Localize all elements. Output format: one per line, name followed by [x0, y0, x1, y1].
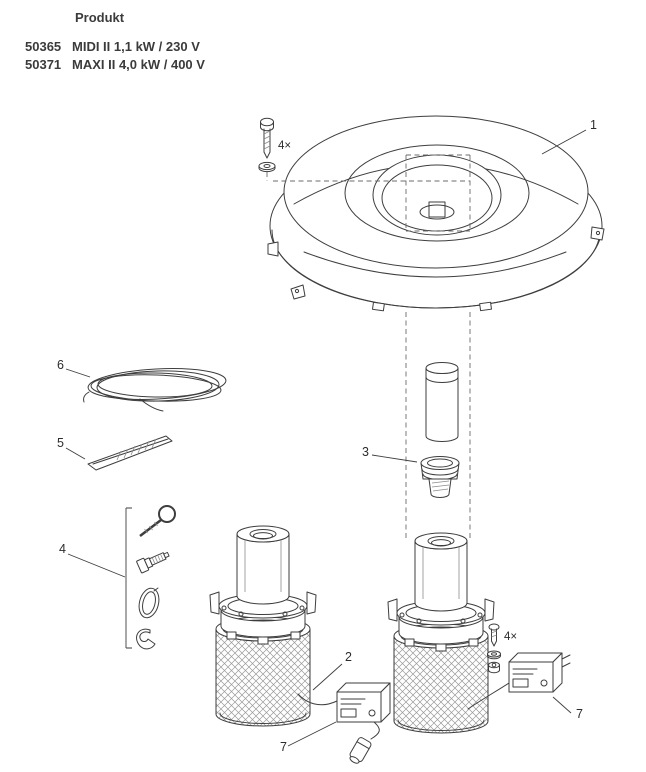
- leader-lines: [65, 129, 587, 747]
- callout-5: 5: [57, 436, 64, 450]
- product-row: 50371 MAXI II 4,0 kW / 400 V: [0, 56, 205, 74]
- product-header: Produkt 50365 MIDI II 1,1 kW / 230 V 503…: [0, 10, 205, 74]
- callout-3: 3: [362, 445, 369, 459]
- callout-1: 1: [590, 118, 597, 132]
- cable-coil-drawing: [83, 368, 227, 412]
- cover-dome-drawing: [267, 115, 605, 312]
- cover-screw-drawing: [258, 117, 276, 173]
- projection-lines: [266, 154, 471, 538]
- qty-label-pump-screws: 4×: [504, 631, 517, 643]
- pump-screws-drawing: [487, 623, 501, 674]
- transformer-right-drawing: [467, 652, 571, 710]
- qty-label-cover-screws: 4×: [278, 140, 291, 152]
- callout-7-right: 7: [576, 707, 583, 721]
- riser-tube-drawing: [425, 362, 459, 442]
- product-code: 50365: [25, 39, 62, 54]
- wedge-tool-drawing: [87, 435, 173, 471]
- callout-2: 2: [345, 650, 352, 664]
- transformer-bottom-drawing: [297, 682, 391, 764]
- product-code: 50371: [25, 57, 62, 72]
- product-row: 50365 MIDI II 1,1 kW / 230 V: [0, 38, 205, 56]
- callout-7-left: 7: [280, 740, 287, 754]
- callout-labels: 1 2 3 4 5 6 7 7 4× 4×: [57, 118, 597, 754]
- product-name: MAXI II 4,0 kW / 400 V: [72, 57, 205, 72]
- callout-4: 4: [59, 542, 66, 556]
- threaded-connector-drawing: [420, 456, 460, 498]
- product-name: MIDI II 1,1 kW / 230 V: [72, 39, 200, 54]
- product-table-title: Produkt: [75, 10, 125, 25]
- small-parts-kit-drawing: [125, 505, 176, 650]
- pump-right-drawing: [387, 532, 495, 734]
- callout-6: 6: [57, 358, 64, 372]
